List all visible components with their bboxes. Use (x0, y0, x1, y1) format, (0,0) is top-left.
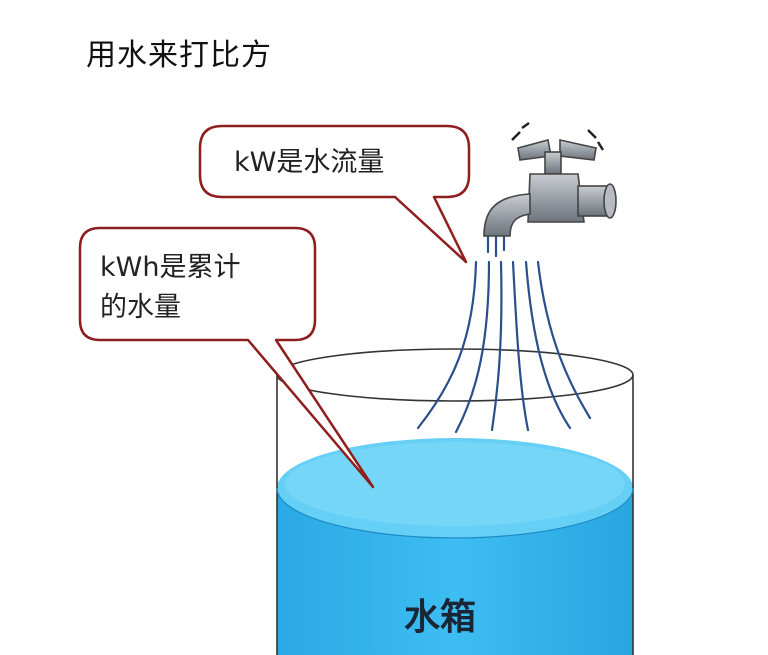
callout-bubble-accumulated (78, 226, 375, 489)
page-title: 用水来打比方 (86, 38, 272, 73)
faucet-icon (483, 121, 617, 237)
accumulated-label-line-2: 的水量 (100, 292, 181, 323)
accumulated-label: kWh是累计 的水量 (100, 248, 240, 328)
flow-rate-label: kW是水流量 (234, 147, 385, 178)
water-stream (416, 234, 592, 434)
callout-bubble-flow (198, 124, 471, 264)
tank-label: 水箱 (403, 597, 476, 638)
accumulated-label-line-1: kWh是累计 (100, 252, 241, 283)
water-tank (276, 348, 634, 655)
tank-rim (276, 348, 634, 402)
